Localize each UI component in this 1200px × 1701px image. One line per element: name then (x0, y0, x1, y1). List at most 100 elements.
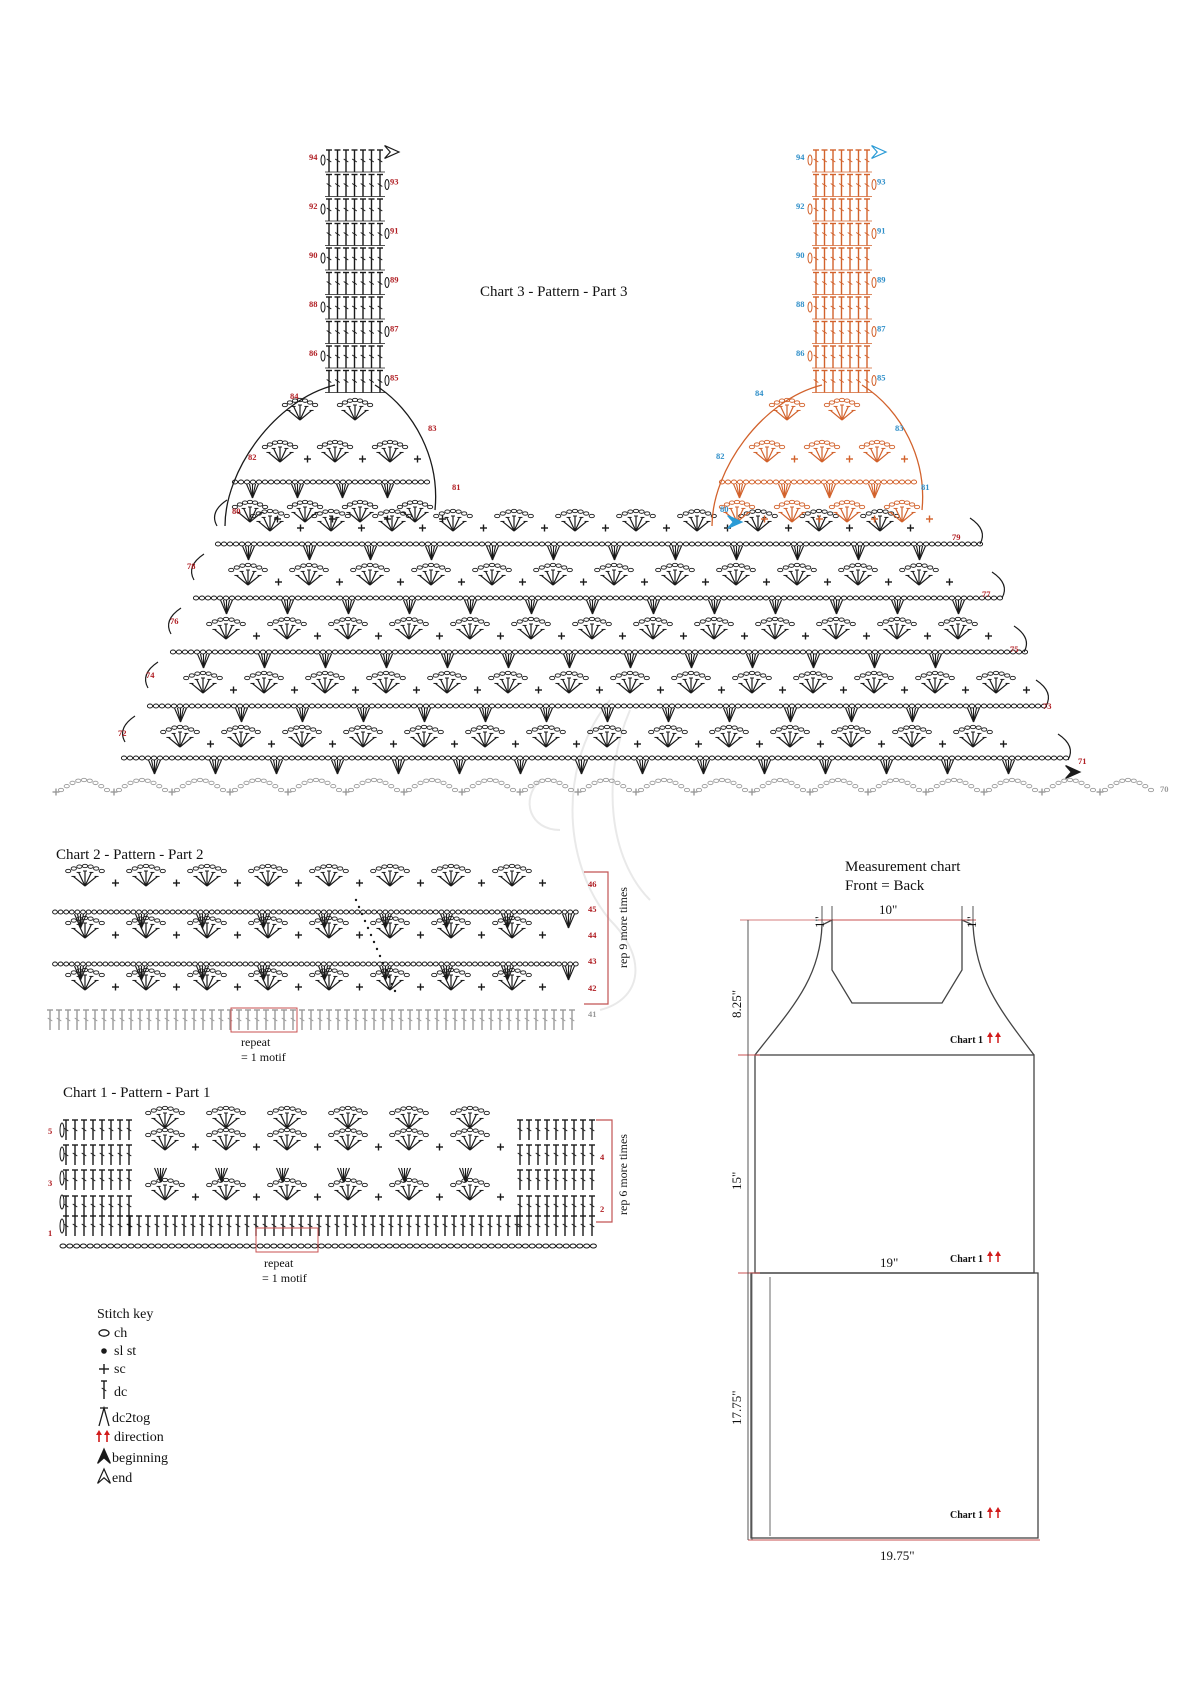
chart1-row-number-4: 4 (600, 1152, 605, 1162)
row-number-77: 77 (982, 589, 991, 599)
left-cup (225, 385, 446, 526)
chart2-row-number-42: 42 (588, 983, 597, 993)
row-number-71: 71 (1078, 756, 1087, 766)
right-cup-row-number-80: 80 (720, 504, 729, 514)
chart1-diagram (60, 1106, 612, 1252)
chart1-motif-label: = 1 motif (262, 1271, 307, 1285)
right-cup-row-number-84: 84 (755, 388, 764, 398)
chart1-row-number-2: 2 (600, 1204, 604, 1214)
chart1-title: Chart 1 - Pattern - Part 1 (63, 1085, 210, 1101)
strap-width-right-label: 1" (964, 916, 979, 928)
chart2-row (66, 864, 546, 886)
right-strap-row-number-93: 93 (877, 177, 886, 187)
chart1-row-number-5: 5 (48, 1126, 52, 1136)
chart1-row-number-1: 1 (48, 1228, 52, 1238)
key-label-ch: ch (114, 1326, 127, 1341)
left-strap-row-number-85: 85 (390, 373, 399, 383)
right-strap-row-number-88: 88 (796, 299, 805, 309)
row-number-78: 78 (187, 561, 196, 571)
row-number-75: 75 (1010, 644, 1019, 654)
left-cup-row-number-80: 80 (232, 506, 241, 516)
chart3-body-row (207, 617, 992, 639)
row-number-70: 70 (1160, 784, 1169, 794)
left-cup-row-number-83: 83 (428, 423, 437, 433)
end-arrow-icon (98, 1469, 111, 1483)
sc-icon (99, 1364, 109, 1374)
stitch-key-title: Stitch key (97, 1307, 153, 1322)
row-number-73: 73 (1043, 701, 1052, 711)
right-strap-row-number-94: 94 (796, 152, 805, 162)
right-cup-row-number-83: 83 (895, 423, 904, 433)
measurement-title: Measurement chart (845, 859, 961, 875)
left-strap-row-number-86: 86 (309, 348, 318, 358)
right-strap-row-number-90: 90 (796, 250, 805, 260)
chart1-repeat-note: rep 6 more times (616, 1134, 630, 1215)
chart3-diagram (53, 146, 1154, 796)
chart3-body-row (170, 650, 1027, 668)
row-number-72: 72 (118, 728, 127, 738)
direction-arrows-icon (987, 1032, 1001, 1043)
left-cup-row-number-82: 82 (248, 452, 257, 462)
row-number-74: 74 (146, 670, 155, 680)
right-strap-row-number-87: 87 (877, 324, 886, 334)
chart3-body-row (121, 756, 1068, 774)
left-strap-row-number-91: 91 (390, 226, 399, 236)
bottom-height-label: 17.75" (729, 1390, 744, 1425)
chart2-title: Chart 2 - Pattern - Part 2 (56, 847, 203, 863)
middle-width-label: 19" (880, 1255, 898, 1270)
left-strap-row-number-94: 94 (309, 152, 318, 162)
chart1-label-middle: Chart 1 (950, 1254, 983, 1265)
left-strap-row-number-90: 90 (309, 250, 318, 260)
neck-width-label: 10" (879, 902, 897, 917)
chart3-row-70 (53, 778, 1154, 795)
chart2-row-number-41: 41 (588, 1009, 597, 1019)
chart3-body-row (229, 563, 953, 585)
bottom-width-label: 19.75" (880, 1548, 915, 1563)
measurement-diagram (738, 906, 1040, 1540)
left-strap-row-number-89: 89 (390, 275, 399, 285)
chart2-diagram (47, 864, 608, 1032)
row-number-76: 76 (170, 616, 179, 626)
chart2-repeat-label: repeat (241, 1035, 271, 1049)
ch-icon (99, 1330, 109, 1336)
right-cup-row-number-82: 82 (716, 451, 725, 461)
chart3-body-row (193, 596, 1002, 614)
chart2-row-41 (47, 1010, 575, 1030)
left-strap (321, 150, 389, 393)
middle-height-label: 15" (729, 1172, 744, 1190)
top-height-label: 8.25" (729, 990, 744, 1018)
chart2-row-number-46: 46 (588, 879, 597, 889)
chart3-body-row (184, 671, 1030, 693)
chart1-label-bottom: Chart 1 (950, 1510, 983, 1521)
key-label-sc: sc (114, 1362, 126, 1377)
chart2-motif-label: = 1 motif (241, 1050, 286, 1064)
stitch-key-symbols (96, 1330, 110, 1484)
chart3-body-row (215, 542, 982, 560)
chart3-title: Chart 3 - Pattern - Part 3 (480, 284, 627, 300)
strap-width-left-label: 1" (812, 916, 827, 928)
key-label-end: end (112, 1471, 132, 1486)
left-strap-row-number-88: 88 (309, 299, 318, 309)
chart2-row-number-43: 43 (588, 956, 597, 966)
key-label-direction: direction (114, 1430, 164, 1445)
key-label-dc2tog: dc2tog (112, 1411, 150, 1426)
chart1-repeat-label: repeat (264, 1256, 294, 1270)
right-strap (808, 150, 876, 393)
row-number-79: 79 (952, 532, 961, 542)
left-strap-row-number-93: 93 (390, 177, 399, 187)
dc-icon (101, 1381, 107, 1399)
beginning-arrow-icon (98, 1449, 111, 1463)
right-strap-row-number-89: 89 (877, 275, 886, 285)
right-strap-row-number-86: 86 (796, 348, 805, 358)
sl-st-icon (101, 1348, 107, 1354)
right-cup (712, 385, 933, 526)
chart1-label-top: Chart 1 (950, 1035, 983, 1046)
measurement-subtitle: Front = Back (845, 878, 925, 894)
chart2-row-number-44: 44 (588, 930, 597, 940)
direction-arrows-icon (96, 1430, 110, 1442)
dc2tog-icon (99, 1408, 109, 1426)
key-label-sl-st: sl st (114, 1344, 136, 1359)
right-cup-row-number-81: 81 (921, 482, 930, 492)
